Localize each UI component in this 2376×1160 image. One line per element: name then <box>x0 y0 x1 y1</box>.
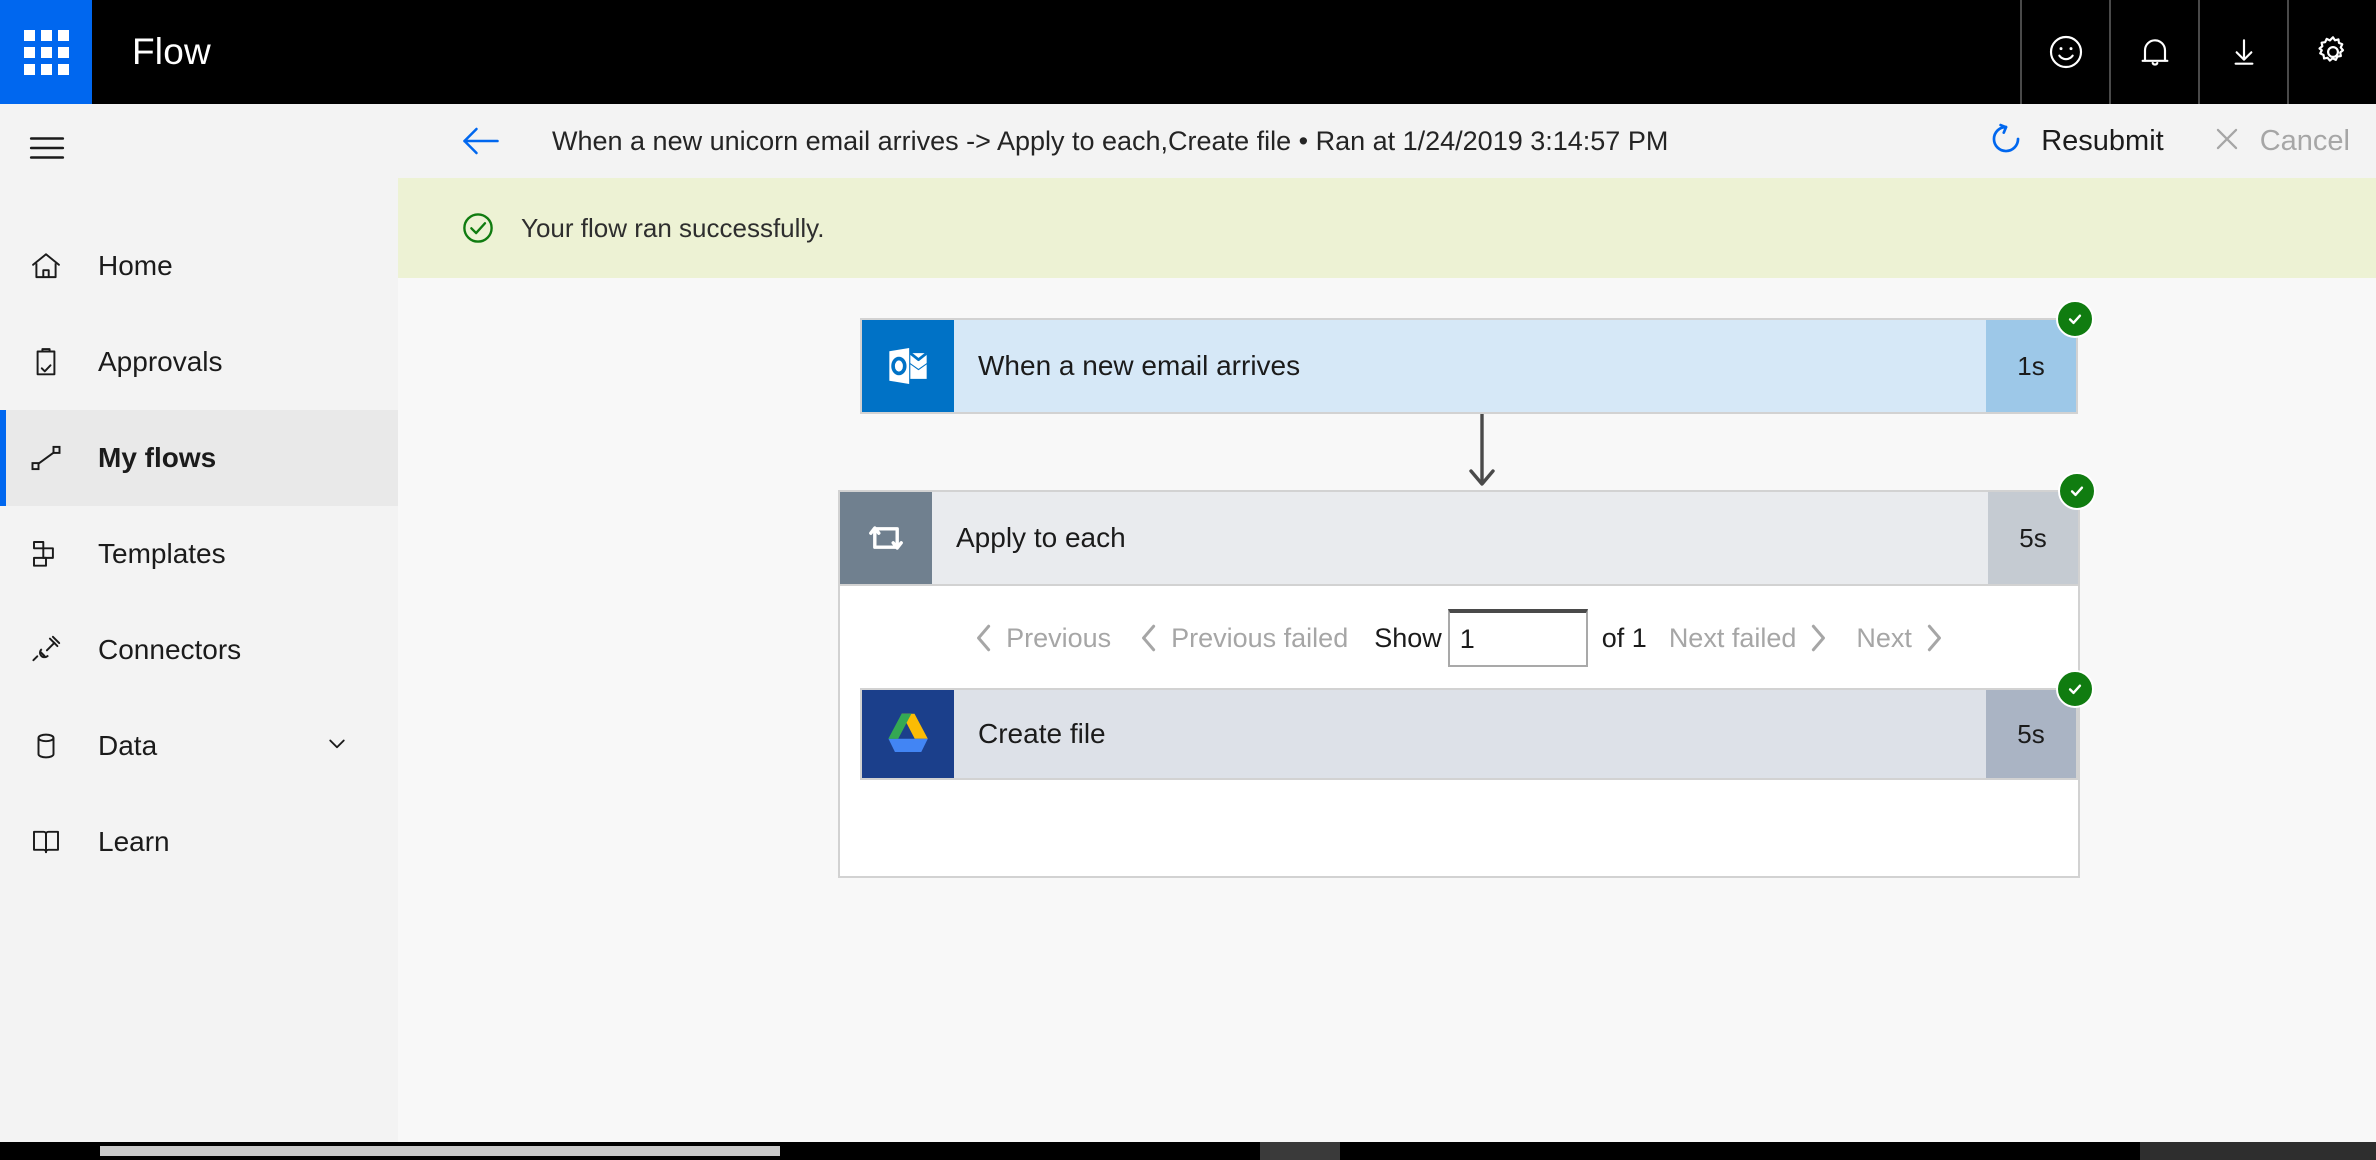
home-icon <box>28 248 86 284</box>
flow-step-duration: 5s <box>1988 492 2078 584</box>
chevron-right-icon <box>1806 623 1830 653</box>
sidebar-item-label: Home <box>98 250 173 281</box>
templates-icon <box>28 536 86 572</box>
cancel-label: Cancel <box>2259 124 2350 157</box>
open-book-icon <box>28 824 86 860</box>
outlook-icon <box>862 320 954 412</box>
left-navigation-sidebar: Home Approvals My flows <box>0 104 398 1142</box>
app-title: Flow <box>132 31 211 72</box>
next-failed-button[interactable]: Next failed <box>1669 623 1831 654</box>
success-banner-message: Your flow ran successfully. <box>521 212 825 243</box>
scrollbar-thumb[interactable] <box>100 1146 780 1156</box>
sidebar-item-label: Templates <box>98 538 226 569</box>
back-arrow-icon[interactable] <box>460 124 502 158</box>
notifications-bell-icon[interactable] <box>2109 0 2198 104</box>
sidebar-item-approvals[interactable]: Approvals <box>0 314 398 410</box>
next-failed-label: Next failed <box>1668 622 1797 653</box>
command-bar-actions: Resubmit Cancel <box>1987 120 2376 163</box>
previous-failed-button[interactable]: Previous failed <box>1137 623 1348 654</box>
flow-step-create-file[interactable]: Create file 5s <box>860 688 2078 780</box>
flow-run-canvas: When a new email arrives 1s Apply to eac… <box>398 278 2376 1142</box>
scrollbar-segment <box>1260 1142 1340 1160</box>
sidebar-item-my-flows[interactable]: My flows <box>0 410 398 506</box>
download-icon[interactable] <box>2198 0 2287 104</box>
flow-step-title: Apply to each <box>932 492 1988 584</box>
flow-step-title: Create file <box>954 690 1986 778</box>
clipboard-check-icon <box>28 344 86 380</box>
resubmit-label: Resubmit <box>2041 124 2164 157</box>
sidebar-item-label: Connectors <box>98 634 242 665</box>
flow-step-apply-to-each[interactable]: Apply to each 5s <box>838 490 2080 586</box>
sidebar-item-data[interactable]: Data <box>0 698 398 794</box>
flow-nodes-icon <box>28 440 86 476</box>
scrollbar-segment <box>2140 1142 2376 1160</box>
sidebar-item-label: Learn <box>98 826 170 857</box>
status-badge-success <box>2058 472 2096 510</box>
refresh-circle-icon <box>1987 120 2025 163</box>
previous-button[interactable]: Previous <box>972 623 1111 654</box>
page-number-input[interactable] <box>1447 609 1588 667</box>
of-total-label: of 1 <box>1601 622 1647 653</box>
sidebar-item-connectors[interactable]: Connectors <box>0 602 398 698</box>
success-check-circle-icon <box>459 209 497 247</box>
run-command-bar: When a new unicorn email arrives -> Appl… <box>398 104 2376 178</box>
flow-step-trigger[interactable]: When a new email arrives 1s <box>860 318 2078 414</box>
cancel-button[interactable]: Cancel <box>2210 122 2350 161</box>
sidebar-item-learn[interactable]: Learn <box>0 794 398 890</box>
sidebar-item-templates[interactable]: Templates <box>0 506 398 602</box>
chevron-left-icon <box>972 623 996 653</box>
status-badge-success <box>2056 300 2094 338</box>
run-title: When a new unicorn email arrives -> Appl… <box>552 125 1669 156</box>
iteration-pagination: Previous Previous failed Show of 1 Next … <box>838 588 2080 688</box>
plug-connector-icon <box>28 632 86 668</box>
suite-top-bar: Flow <box>0 0 2376 104</box>
app-launcher-waffle-icon[interactable] <box>0 0 92 104</box>
chevron-right-icon <box>1922 623 1946 653</box>
database-cylinder-icon <box>28 728 86 764</box>
sidebar-item-label: My flows <box>98 442 217 473</box>
flow-step-duration: 1s <box>1986 320 2076 412</box>
next-button[interactable]: Next <box>1856 623 1946 654</box>
status-badge-success <box>2056 670 2094 708</box>
success-banner: Your flow ran successfully. <box>398 178 2376 278</box>
feedback-smiley-icon[interactable] <box>2020 0 2109 104</box>
sidebar-item-home[interactable]: Home <box>0 218 398 314</box>
sidebar-item-label: Approvals <box>98 346 223 377</box>
previous-failed-label: Previous failed <box>1171 622 1349 653</box>
nav-spacer <box>0 192 398 218</box>
resubmit-button[interactable]: Resubmit <box>1987 120 2164 163</box>
chevron-left-icon <box>1137 623 1161 653</box>
sidebar-item-label: Data <box>98 730 158 761</box>
loop-repeat-icon <box>840 492 932 584</box>
down-arrow-connector-icon <box>1462 414 1502 490</box>
previous-label: Previous <box>1006 622 1112 653</box>
flow-step-title: When a new email arrives <box>954 320 1986 412</box>
chevron-down-icon[interactable] <box>322 729 352 764</box>
google-drive-icon <box>862 690 954 778</box>
close-x-icon <box>2210 122 2244 161</box>
settings-gear-icon[interactable] <box>2287 0 2376 104</box>
show-label: Show <box>1374 622 1442 653</box>
flow-step-duration: 5s <box>1986 690 2076 778</box>
next-label: Next <box>1856 622 1912 653</box>
horizontal-scrollbar[interactable] <box>0 1142 2376 1160</box>
hamburger-menu-icon[interactable] <box>0 104 398 192</box>
